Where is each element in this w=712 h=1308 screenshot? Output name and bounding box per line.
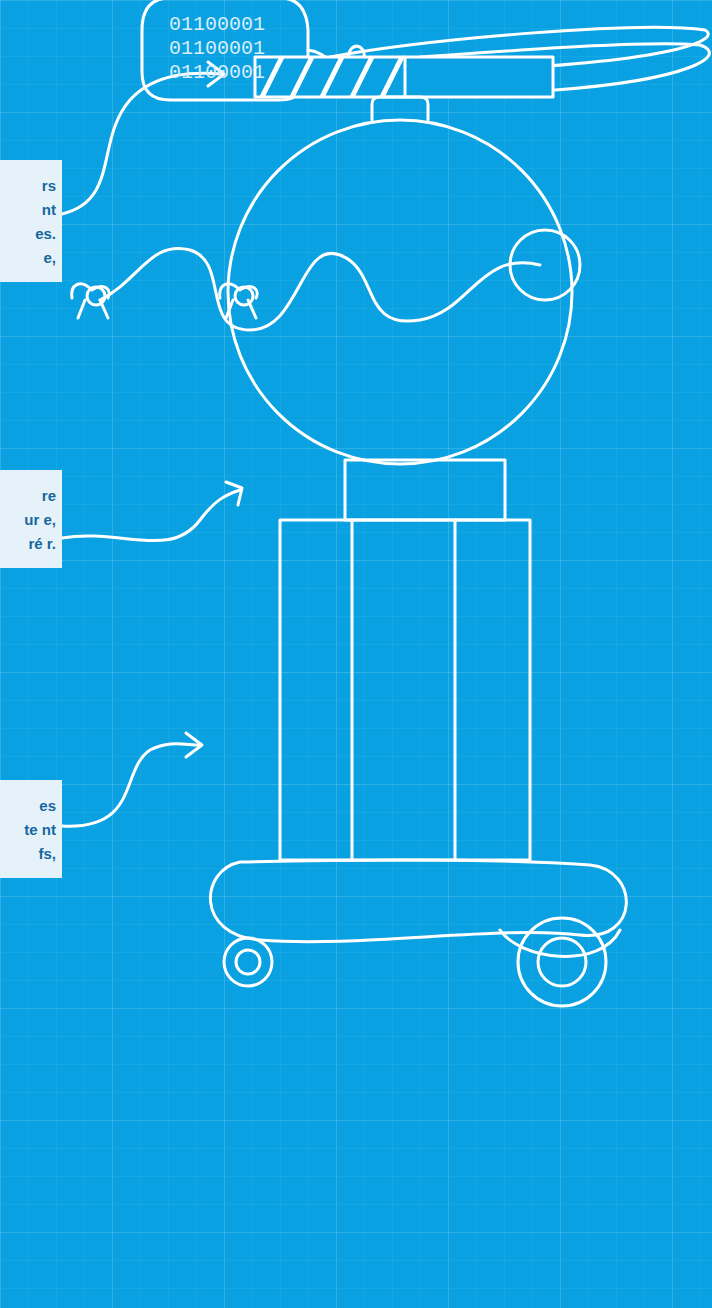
robot-neck: [372, 97, 428, 120]
robot-wheel: [518, 918, 606, 1006]
visor-divider: [404, 57, 407, 97]
speech-bubble: 01100001 01100001 01100001: [142, 0, 308, 100]
leader-line: [62, 744, 200, 826]
visor-hatch: [262, 57, 402, 97]
leader-line: [62, 73, 222, 214]
robot-body: [228, 120, 572, 464]
robot-cart: [210, 860, 626, 942]
torso-line: [351, 520, 354, 860]
robot-claw: [235, 287, 253, 305]
callout-text: rs nt es. e,: [24, 174, 56, 270]
callout-box: re ur e, ré r.: [0, 470, 62, 568]
robot-claw: [72, 284, 109, 318]
callout-box: es te nt fs,: [0, 780, 62, 878]
robot-wheel: [538, 938, 586, 986]
robot-wheel: [236, 950, 260, 974]
torso-line: [454, 520, 457, 860]
robot-neck-block: [345, 460, 505, 520]
robot-claw: [87, 287, 105, 305]
callout-box: rs nt es. e,: [0, 160, 62, 282]
cart-line: [500, 930, 620, 956]
leader-line: [62, 490, 240, 541]
robot-arm: [100, 248, 540, 330]
robot-torso: [280, 520, 530, 860]
robot-claw: [220, 284, 257, 318]
robot-wheel: [224, 938, 272, 986]
callout-text: es te nt fs,: [24, 794, 56, 866]
arrow-head: [186, 733, 202, 757]
robot-visor: [255, 57, 553, 97]
callout-text: re ur e, ré r.: [24, 484, 56, 556]
binary-text: 01100001 01100001 01100001: [169, 13, 281, 85]
arrow-head: [226, 482, 242, 505]
robot-joint: [510, 230, 580, 300]
